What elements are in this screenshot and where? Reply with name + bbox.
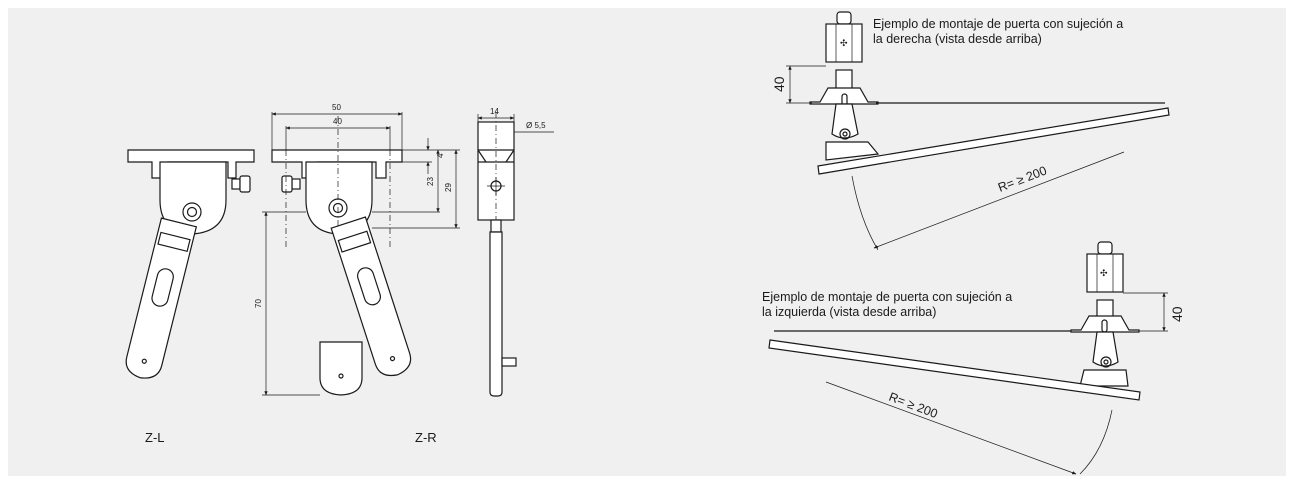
example-right-line2: la derecha (vista desde arriba) bbox=[873, 32, 1042, 46]
mount-example-left: ✣ 40 R= ≥ 200 bbox=[768, 241, 1185, 475]
dim-23: 23 bbox=[426, 177, 435, 186]
dim-50: 50 bbox=[332, 103, 341, 112]
radius-label-top: R= ≥ 200 bbox=[996, 163, 1049, 194]
example-left-line1: Ejemplo de montaje de puerta con sujeció… bbox=[762, 290, 1012, 304]
label-z-l: Z-L bbox=[145, 430, 165, 445]
label-z-r: Z-R bbox=[415, 430, 437, 445]
mount-example-right: ✣ 40 R= ≥ 200 bbox=[771, 11, 1170, 251]
dim-hole-diameter: Ø 5,5 bbox=[526, 121, 546, 130]
drawing-panel bbox=[8, 8, 1286, 476]
hinge-side-view bbox=[477, 112, 517, 397]
dim-70: 70 bbox=[254, 299, 263, 308]
dim-mount-gap-bottom: 40 bbox=[1169, 306, 1185, 322]
radius-label-bottom: R= ≥ 200 bbox=[887, 390, 940, 421]
hinge-z-r-drawing bbox=[271, 116, 412, 396]
svg-text:✣: ✣ bbox=[840, 38, 848, 48]
dim-mount-gap-top: 40 bbox=[771, 76, 787, 92]
dim-40: 40 bbox=[333, 117, 342, 126]
dim-29: 29 bbox=[444, 183, 453, 192]
dim-4: 4 bbox=[436, 153, 445, 158]
dim-14: 14 bbox=[490, 107, 499, 116]
svg-text:✣: ✣ bbox=[1100, 268, 1108, 278]
example-left-line2: la izquierda (vista desde arriba) bbox=[762, 305, 936, 319]
hinge-z-l-drawing bbox=[125, 149, 255, 379]
example-right-line1: Ejemplo de montaje de puerta con sujeció… bbox=[873, 17, 1123, 31]
